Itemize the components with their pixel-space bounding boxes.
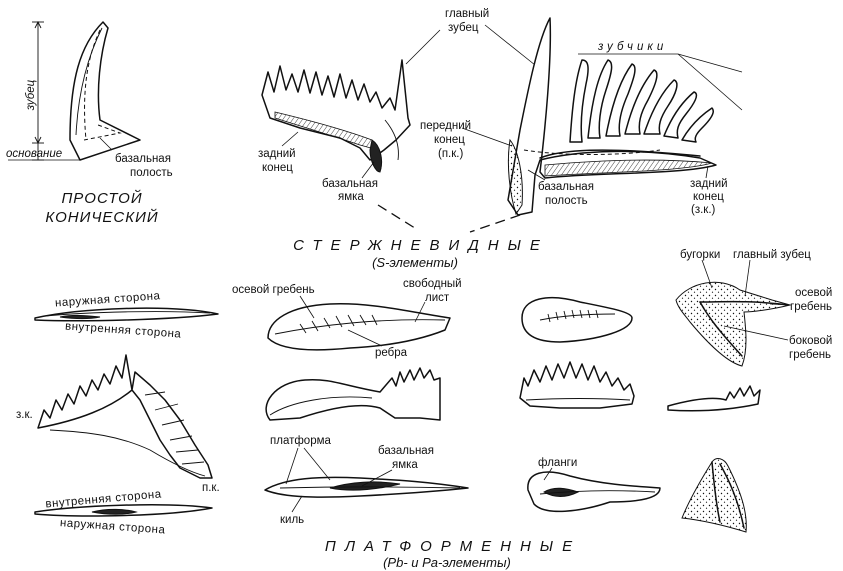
keel-label: киль — [280, 514, 304, 526]
ribs-label: ребра — [375, 347, 408, 359]
denticles-label: зубчики — [597, 41, 667, 53]
platform-element-triangular — [682, 459, 746, 532]
axial-ridge-label-r1: осевой — [795, 287, 832, 299]
anterior-end-label-1: передний — [420, 120, 471, 132]
ramiform-subtitle: (S-элементы) — [372, 255, 458, 270]
lateral-ridge-label-2: гребень — [789, 349, 831, 361]
basal-pit-label-p1: базальная — [378, 445, 434, 457]
conical-title-2: КОНИЧЕСКИЙ — [45, 208, 158, 226]
basal-pit-label-2: ямка — [338, 191, 364, 203]
denticle-label: зубец — [25, 79, 37, 111]
posterior-end-label-r3: (з.к.) — [691, 204, 716, 216]
basal-cavity-label-r2: полость — [545, 195, 588, 207]
main-cusp-label-1: главный — [445, 8, 489, 20]
basal-cavity-label-1: базальная — [115, 153, 171, 165]
basal-cavity-label-r1: базальная — [538, 181, 594, 193]
posterior-end-label-r2: конец — [693, 191, 724, 203]
posterior-end-label-1: задний — [258, 148, 296, 160]
anterior-end-label-3: (п.к.) — [438, 148, 463, 160]
flanges-label: фланги — [538, 457, 577, 469]
posterior-end-label-r1: задний — [690, 178, 728, 190]
platform-element-flanged — [528, 472, 660, 511]
outer-side-label-2: наружная сторона — [60, 517, 166, 536]
base-label: основание — [6, 148, 62, 160]
free-blade-label-1: свободный — [403, 278, 462, 290]
connector-right — [470, 215, 520, 232]
posterior-end-label-2: конец — [262, 162, 293, 174]
anterior-end-label-2: конец — [434, 134, 465, 146]
platform-element-top-view — [35, 308, 218, 321]
conical-title-1: ПРОСТОЙ — [61, 189, 142, 207]
basal-pit-label-1: базальная — [322, 178, 378, 190]
pk-label: п.к. — [202, 482, 220, 494]
nodes-label: бугорки — [680, 249, 720, 261]
basal-pit-label-p2: ямка — [392, 459, 418, 471]
ramiform-title: СТЕРЖНЕВИДНЫЕ — [293, 237, 549, 254]
basal-cavity-label-2: полость — [130, 167, 173, 179]
main-cusp-label-2: зубец — [448, 22, 479, 34]
lateral-ridge-label-1: боковой — [789, 335, 832, 347]
zk-label: з.к. — [16, 409, 33, 421]
connector-left — [378, 205, 418, 230]
platform-label: платформа — [270, 435, 332, 447]
platform-element-small — [668, 386, 760, 411]
inner-side-label: внутренняя сторона — [65, 320, 182, 340]
platform-element-oval — [522, 298, 632, 342]
platform-element-comb — [520, 362, 634, 408]
platform-element-lower — [265, 477, 468, 497]
platform-title: ПЛАТФОРМЕННЫЕ — [325, 538, 581, 555]
platform-element-side-view — [38, 355, 212, 478]
platform-element-blade — [268, 304, 450, 350]
platform-element-nodes — [676, 282, 790, 366]
axial-ridge-label-r2: гребень — [790, 301, 832, 313]
platform-subtitle: (Pb- и Pa-элементы) — [383, 555, 511, 570]
axial-ridge-label: осевой гребень — [232, 284, 315, 296]
outer-side-label: наружная сторона — [55, 290, 161, 309]
main-cusp-label-p: главный зубец — [733, 249, 811, 261]
free-blade-label-2: лист — [425, 292, 450, 304]
platform-element-lateral — [266, 368, 440, 420]
